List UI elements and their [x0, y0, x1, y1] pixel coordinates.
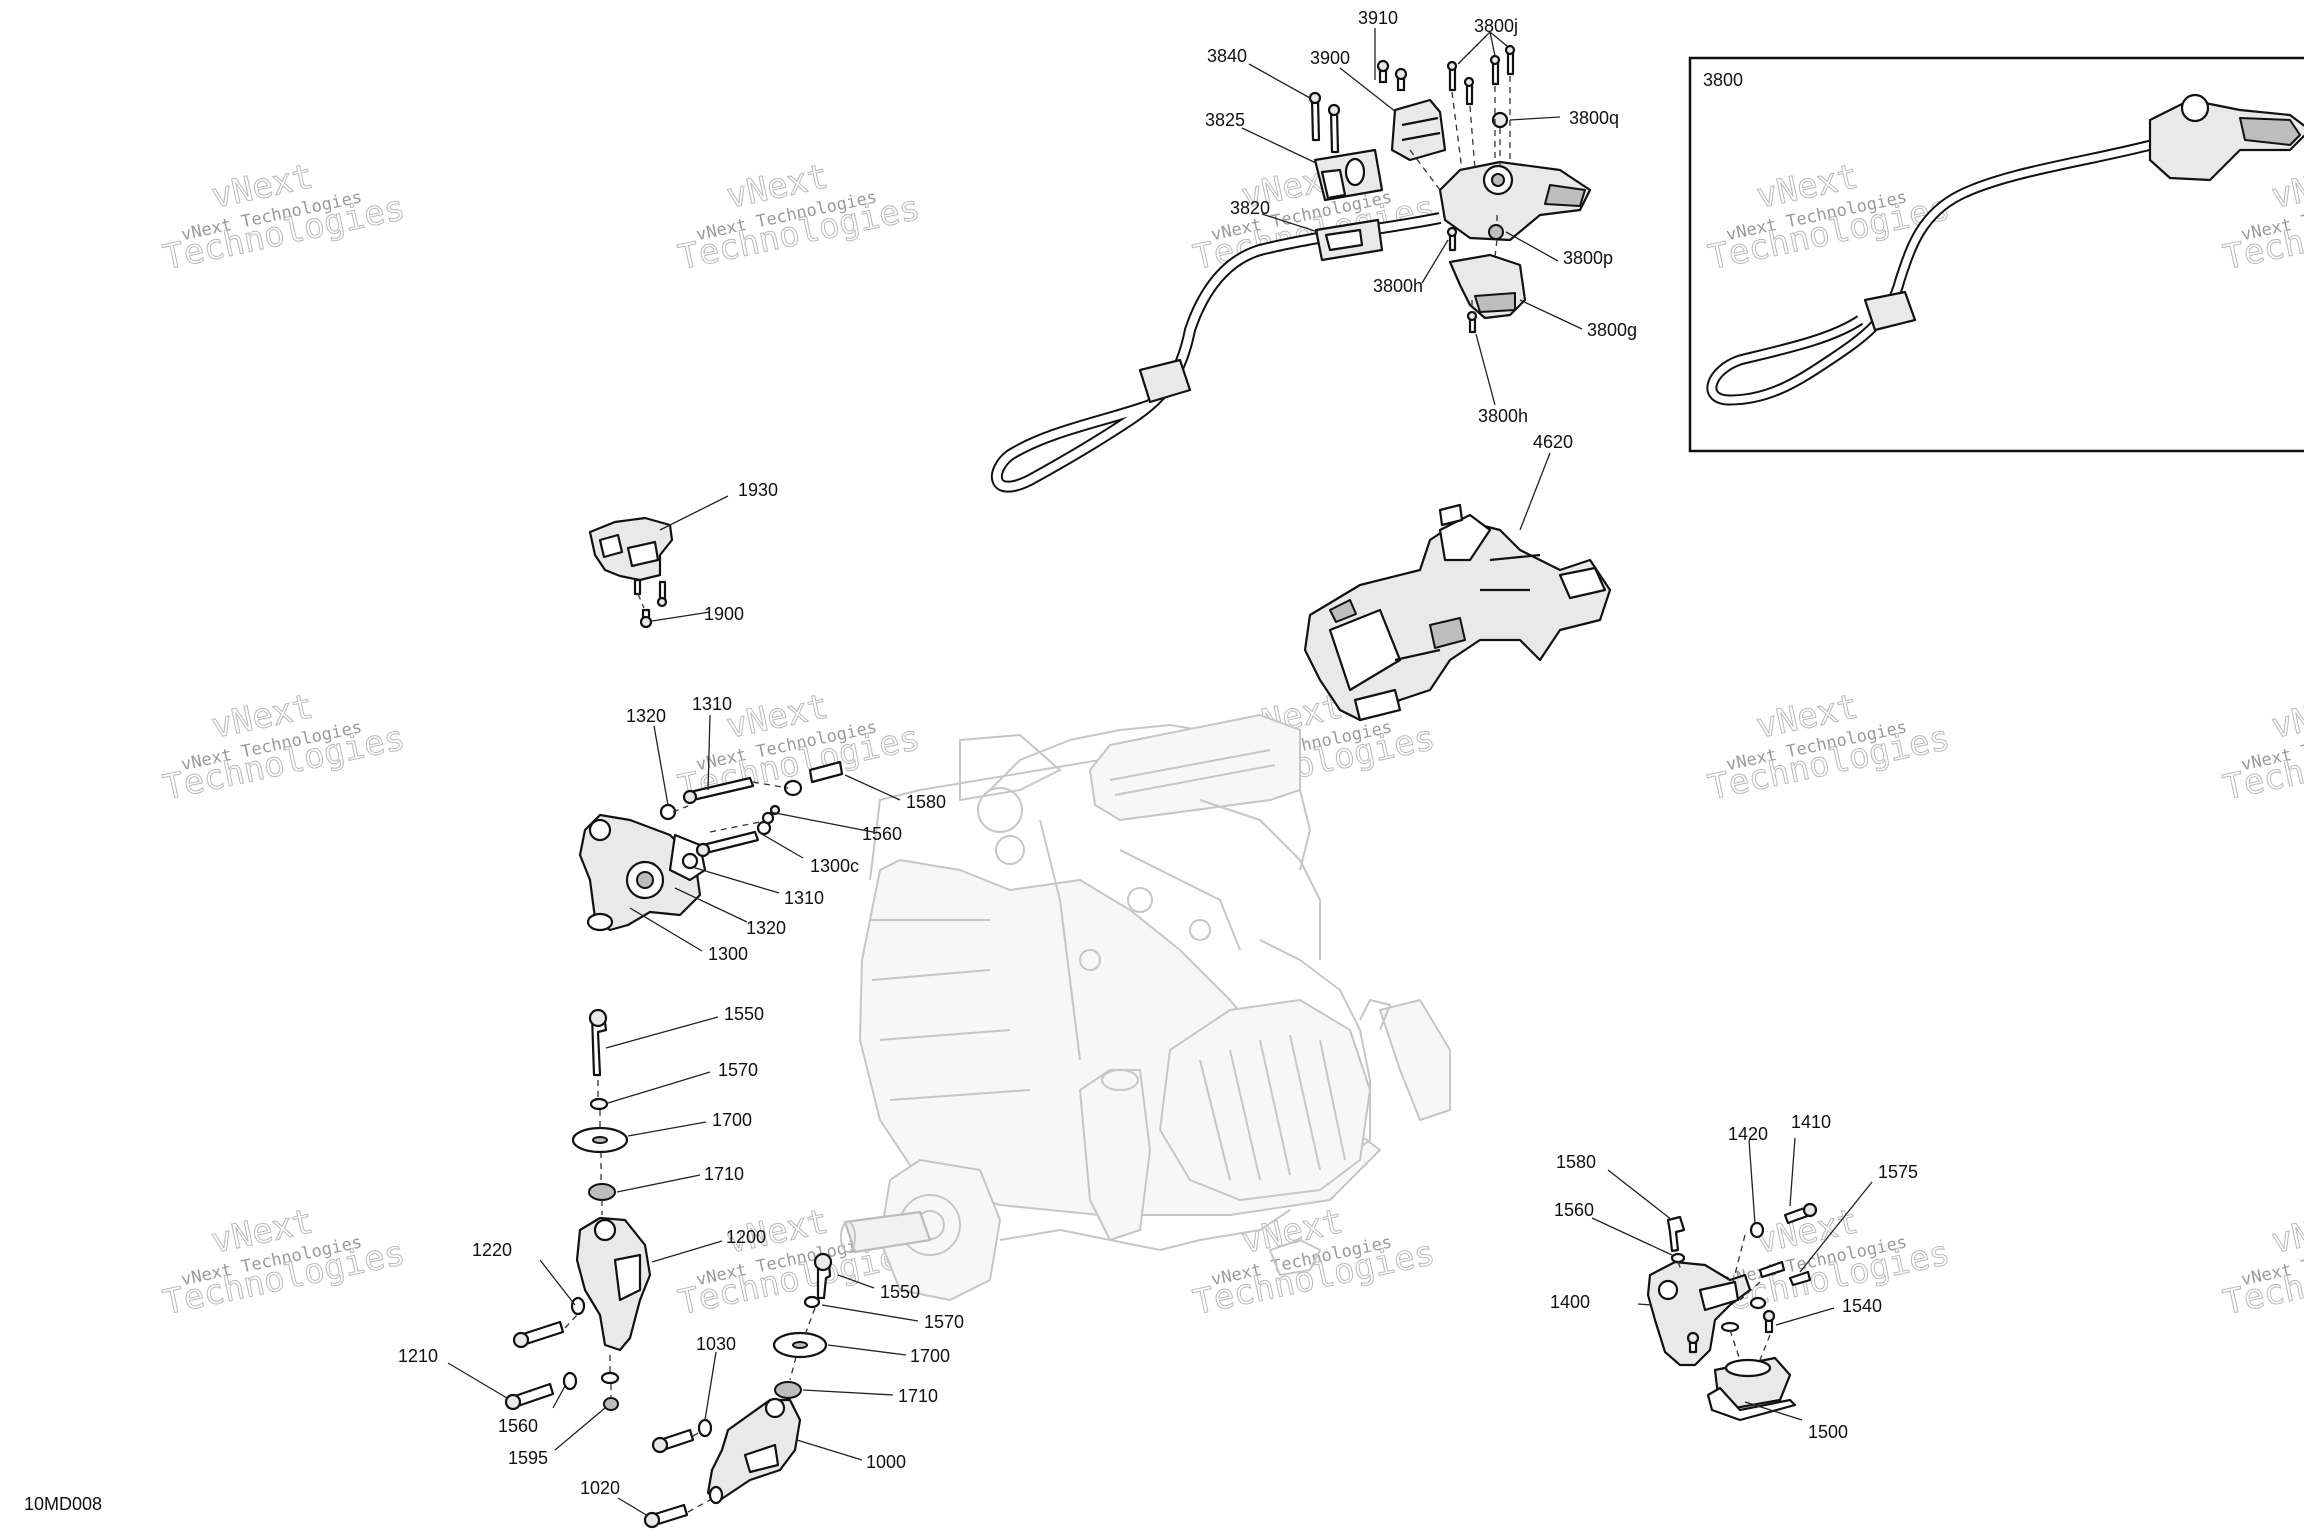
callout-1710-b: 1710	[898, 1386, 938, 1406]
fasteners-1300	[659, 760, 844, 870]
callout-3800g: 3800g	[1587, 320, 1637, 340]
callout-1540: 1540	[1842, 1296, 1882, 1316]
callout-3800q: 3800q	[1569, 108, 1619, 128]
callout-3800p: 3800p	[1563, 248, 1613, 268]
mount-stack-left	[504, 1008, 652, 1411]
callout-labels: 3910 3800j 3840 3900 3800q 3825 3820 380…	[398, 8, 1918, 1498]
callout-1700-b: 1700	[910, 1346, 950, 1366]
bracket-1930	[588, 516, 674, 629]
callout-1200: 1200	[726, 1227, 766, 1247]
callout-1320-a: 1320	[626, 706, 666, 726]
watermark: vNext vNext Technologies Technologies	[674, 156, 924, 279]
callout-1575: 1575	[1878, 1162, 1918, 1182]
callout-3910: 3910	[1358, 8, 1398, 28]
watermark: vNext vNext Technologies Technologies	[2219, 1201, 2304, 1324]
callout-3820: 3820	[1230, 198, 1270, 218]
callout-1220: 1220	[472, 1240, 512, 1260]
callout-1420: 1420	[1728, 1124, 1768, 1144]
callout-4620: 4620	[1533, 432, 1573, 452]
callout-1560-a: 1560	[862, 824, 902, 844]
watermark: vNext vNext Technologies Technologies	[2219, 686, 2304, 809]
svg-text:vNext: vNext	[2268, 156, 2304, 216]
callout-1310-a: 1310	[692, 694, 732, 714]
leader-lines	[447, 28, 1873, 1517]
bolts-top	[1308, 44, 1516, 334]
shifter-cable-assembly	[990, 160, 1592, 493]
callout-1550-b: 1550	[880, 1282, 920, 1302]
callout-3840: 3840	[1207, 46, 1247, 66]
callout-1595: 1595	[508, 1448, 548, 1468]
mount-stack-center	[643, 1252, 833, 1529]
callout-1560-b: 1560	[498, 1416, 538, 1436]
clamp-3900	[1390, 98, 1447, 162]
callout-1900: 1900	[704, 604, 744, 624]
callout-1550-a: 1550	[724, 1004, 764, 1024]
callout-1580-b: 1580	[1556, 1152, 1596, 1172]
bracket-3800g	[1448, 253, 1527, 320]
callout-1570-a: 1570	[718, 1060, 758, 1080]
callout-3900: 3900	[1310, 48, 1350, 68]
callout-1930: 1930	[738, 480, 778, 500]
callout-1320-b: 1320	[746, 918, 786, 938]
callout-3825: 3825	[1205, 110, 1245, 130]
diagram-code: 10MD008	[24, 1494, 102, 1514]
callout-1500: 1500	[1808, 1422, 1848, 1442]
watermark: vNext vNext Technologies Technologies	[159, 686, 409, 809]
watermark: vNext vNext Technologies Technologies	[1704, 686, 1954, 809]
bracket-4620	[1303, 503, 1612, 722]
inset-box: 3800	[1688, 56, 2304, 453]
inset-label: 3800	[1703, 70, 1743, 90]
bracket-3825	[1313, 148, 1384, 202]
callout-1410: 1410	[1791, 1112, 1831, 1132]
callout-3800h-b: 3800h	[1478, 406, 1528, 426]
dashed-guides-top	[1409, 76, 1511, 312]
watermark: vNext vNext Technologies Technologies	[674, 1201, 924, 1324]
watermark: vNext vNext Technologies Technologies	[1704, 156, 1954, 279]
svg-text:vNext: vNext	[2268, 686, 2304, 746]
callout-1310-b: 1310	[784, 888, 824, 908]
callout-1710-a: 1710	[704, 1164, 744, 1184]
callout-1700-a: 1700	[712, 1110, 752, 1130]
callout-1300: 1300	[708, 944, 748, 964]
watermark: vNext vNext Technologies Technologies	[159, 156, 409, 279]
shifter-cable-inset	[1706, 93, 2304, 406]
callout-1000: 1000	[866, 1452, 906, 1472]
callout-3800j: 3800j	[1474, 16, 1518, 36]
svg-text:vNext: vNext	[2268, 1201, 2304, 1261]
callout-3800h-a: 3800h	[1373, 276, 1423, 296]
callout-1030: 1030	[696, 1334, 736, 1354]
mount-right	[1646, 1202, 1818, 1422]
callout-1400: 1400	[1550, 1292, 1590, 1312]
callout-1570-b: 1570	[924, 1312, 964, 1332]
callout-1210: 1210	[398, 1346, 438, 1366]
callout-1580-a: 1580	[906, 792, 946, 812]
mount-1300	[578, 813, 707, 932]
engine-ghost	[840, 714, 1451, 1301]
callout-1300c: 1300c	[810, 856, 859, 876]
callout-1560-c: 1560	[1554, 1200, 1594, 1220]
watermark: vNext vNext Technologies Technologies	[159, 1201, 409, 1324]
bracket-3820	[1314, 218, 1384, 262]
callout-1020: 1020	[580, 1478, 620, 1498]
